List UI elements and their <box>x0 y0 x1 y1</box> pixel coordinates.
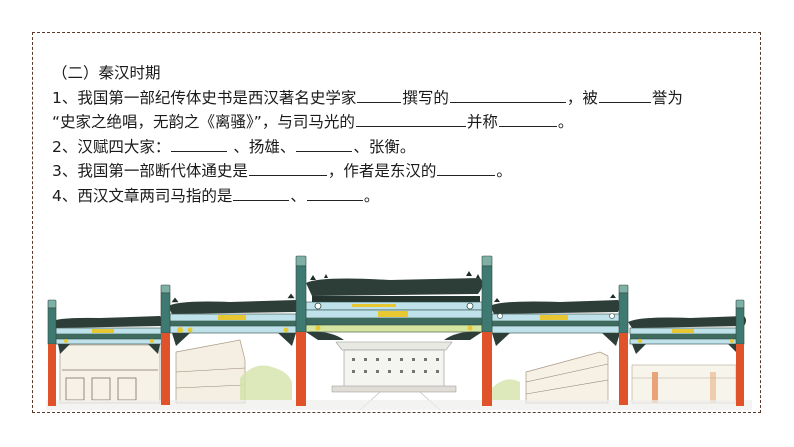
question-number: 3、 <box>52 162 78 180</box>
question-text: “史家之绝唱，无韵之《离骚》” <box>52 113 262 131</box>
question-2: 2、汉赋四大家： 、扬雄、 、张衡。 <box>52 135 752 160</box>
answer-blank-book[interactable] <box>449 86 566 103</box>
question-number: 1、 <box>52 88 78 107</box>
question-number: 4、 <box>52 186 78 205</box>
question-text: ，与司马光的 <box>261 113 355 131</box>
answer-blank-sima-guang-work[interactable] <box>355 110 466 127</box>
question-text: 。 <box>496 162 512 180</box>
question-1-line-2: “史家之绝唱，无韵之《离骚》”，与司马光的 并称 。 <box>52 110 752 135</box>
question-1-line-1: 1、我国第一部纪传体史书是西汉著名史学家 撰写的 ，被 誉为 <box>52 86 752 111</box>
answer-blank-fu-master-1[interactable] <box>171 135 228 152</box>
answer-blank-dynastic-history[interactable] <box>248 159 327 176</box>
question-text: 。 <box>363 186 380 205</box>
question-text: 我国第一部纪传体史书是西汉著名史学家 <box>77 88 357 107</box>
question-3: 3、我国第一部断代体通史是 ，作者是东汉的 。 <box>52 159 752 184</box>
answer-blank-joint-name[interactable] <box>498 110 557 127</box>
question-text: 西汉文章两司马指的是 <box>77 186 233 205</box>
answer-blank-sima-1[interactable] <box>233 184 290 201</box>
dashed-frame <box>32 32 761 413</box>
question-text: 并称 <box>466 113 498 131</box>
question-text: ，被 <box>566 88 598 107</box>
question-text: 、 <box>290 186 306 205</box>
question-text: 撰写的 <box>402 88 449 107</box>
question-4: 4、西汉文章两司马指的是 、 。 <box>52 184 752 209</box>
question-text: 、张衡。 <box>353 137 416 156</box>
worksheet-content: （二）秦汉时期 1、我国第一部纪传体史书是西汉著名史学家 撰写的 ，被 誉为 “史家之… <box>52 61 752 208</box>
question-text: 我国第一部断代体通史是 <box>77 162 248 180</box>
question-text: 誉为 <box>651 88 683 107</box>
question-text: 、扬雄、 <box>228 137 296 156</box>
answer-blank-sima-2[interactable] <box>306 184 363 201</box>
answer-blank-historian[interactable] <box>437 159 496 176</box>
section-heading: （二）秦汉时期 <box>52 64 161 82</box>
question-text: 。 <box>557 113 574 131</box>
question-text: ，作者是东汉的 <box>327 162 437 180</box>
answer-blank-fu-master-2[interactable] <box>296 135 353 152</box>
question-text: 汉赋四大家： <box>77 137 171 156</box>
answer-blank-author[interactable] <box>357 86 402 103</box>
answer-blank-praiser[interactable] <box>598 86 651 103</box>
question-number: 2、 <box>52 137 78 156</box>
